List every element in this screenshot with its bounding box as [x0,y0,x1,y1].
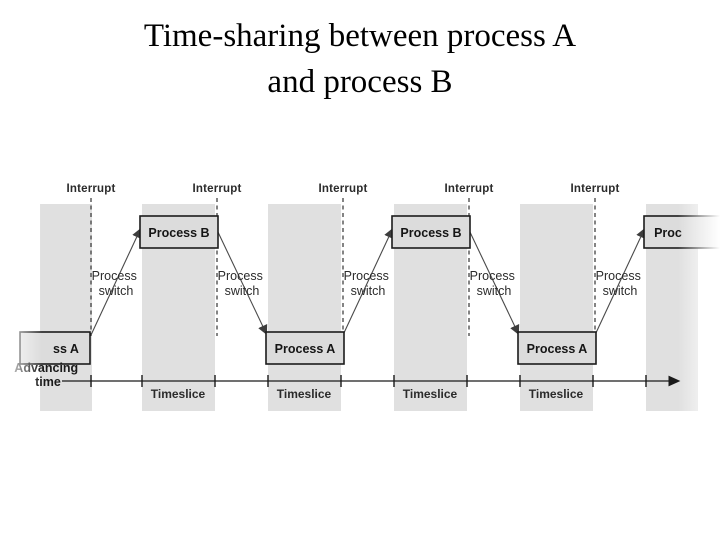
process-switch-label-line-1: Process [92,269,137,283]
page-title-line-2: and process B [267,63,453,100]
interrupt-label: Interrupt [444,183,493,195]
process-switch-label: Process switch [92,269,141,298]
process-switch-label: Process switch [470,269,519,298]
time-axis-tick-group [90,375,647,387]
process-box-rect [517,331,597,365]
process-box-rect [265,331,345,365]
interrupt-label: Interrupt [570,183,619,195]
process-switch-label: Process switch [596,269,645,298]
process-box-label: Process B [400,226,461,240]
process-box-label: Process A [527,342,588,356]
process-switch-label-line-2: switch [603,284,638,298]
process-switch-arrow [216,229,268,335]
process-switch-label-group: Process switch Process switch Process sw… [92,269,645,298]
process-switch-label-line-2: switch [477,284,512,298]
process-box-label: Process B [148,226,209,240]
process-switch-arrow [594,228,646,336]
left-edge-fade [0,176,42,411]
timeslice-band [268,204,341,411]
timeslice-label: Timeslice [151,387,206,401]
process-switch-label-line-2: switch [225,284,260,298]
process-box-b-2: Process B [391,215,471,249]
process-switch-arrow-group [90,228,646,336]
timeslice-label: Timeslice [277,387,332,401]
process-box-b-1: Process B [139,215,219,249]
time-axis [62,375,681,387]
process-box-label: ss A [53,342,79,356]
page-title-line-1: Time-sharing between process A [143,18,577,54]
process-switch-label: Process switch [344,269,393,298]
process-switch-arrow [342,228,394,336]
process-switch-label-line-2: switch [351,284,386,298]
process-switch-label: Process switch [218,269,267,298]
process-switch-label-line-2: switch [99,284,134,298]
right-edge-fade [678,176,720,411]
process-switch-label-line-1: Process [218,269,263,283]
process-switch-label-line-1: Process [470,269,515,283]
process-switch-arrow [468,229,520,335]
timeslice-band [520,204,593,411]
time-sharing-timeline-diagram: Interrupt Interrupt Interrupt Interrupt … [0,176,720,411]
process-box-rect [139,215,219,249]
timeslice-label-group: Timeslice Timeslice Timeslice Timeslice [151,387,584,401]
process-switch-label-line-1: Process [596,269,641,283]
interrupt-label: Interrupt [66,183,115,195]
process-switch-label-line-1: Process [344,269,389,283]
interrupt-label: Interrupt [192,183,241,195]
page-title: Time-sharing between process A and proce… [0,14,720,105]
process-switch-arrow [90,228,142,336]
process-box-label: Process A [275,342,336,356]
timeslice-band [40,204,92,411]
interrupt-label-group: Interrupt Interrupt Interrupt Interrupt … [66,183,619,195]
timeslice-band-group [40,204,698,411]
timeslice-label: Timeslice [403,387,458,401]
process-box-label: Proc [654,226,682,240]
process-box-rect [391,215,471,249]
process-box-a-3: Process A [517,331,597,365]
timeslice-label: Timeslice [529,387,584,401]
interrupt-label: Interrupt [318,183,367,195]
process-box-a-2: Process A [265,331,345,365]
